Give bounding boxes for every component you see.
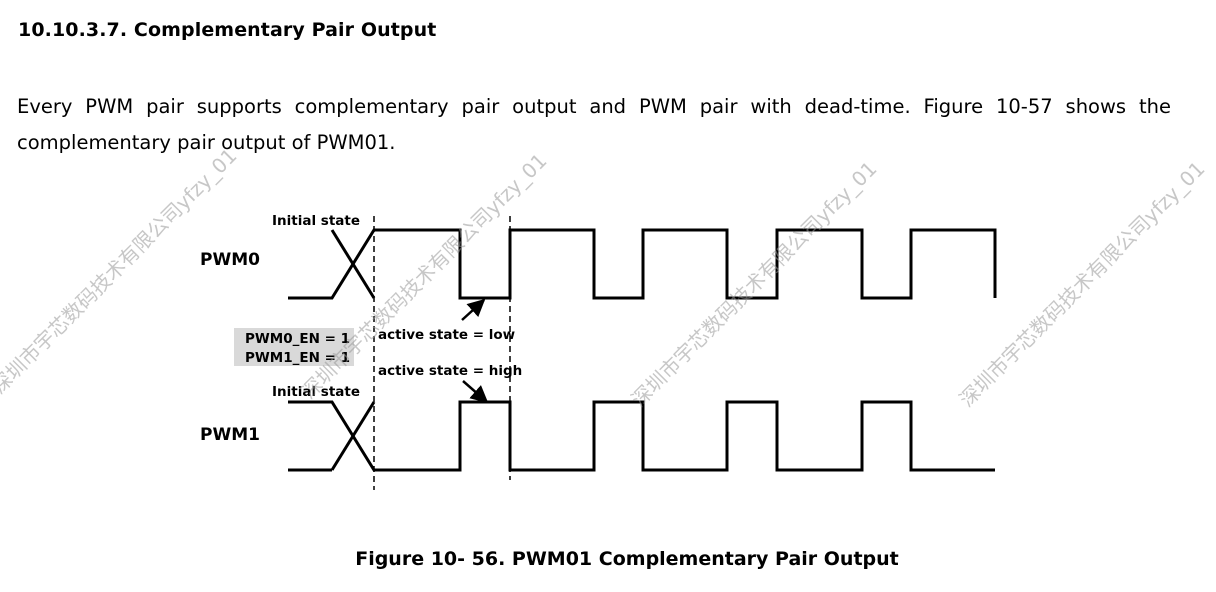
initial-state-bottom-label: Initial state [272, 384, 360, 400]
active-high-label: active state = high [378, 363, 522, 379]
pwm0-label: PWM0 [200, 250, 260, 270]
pwm0-initial-cross [330, 229, 376, 299]
pwm0-waveform [288, 228, 997, 300]
arrow-active-high [462, 380, 489, 404]
enable-line-1: PWM0_EN = 1 [245, 331, 350, 347]
enable-box [234, 328, 354, 366]
active-low-label: active state = low [378, 327, 515, 343]
arrow-active-low [461, 298, 486, 321]
initial-state-top-label: Initial state [272, 213, 360, 229]
watermark: 深圳市宇芯数码技术有限公司yfzy_01 [0, 144, 242, 399]
enable-line-2: PWM1_EN = 1 [245, 350, 350, 366]
section-heading: 10.10.3.7. Complementary Pair Output [18, 19, 437, 41]
watermark: 深圳市宇芯数码技术有限公司yfzy_01 [955, 157, 1210, 412]
watermark: 深圳市宇芯数码技术有限公司yfzy_01 [627, 157, 882, 412]
body-paragraph: Every PWM pair supports complementary pa… [17, 95, 1171, 154]
pwm1-initial-cross-b [330, 401, 376, 471]
figure-caption: Figure 10- 56. PWM01 Complementary Pair … [355, 548, 899, 570]
pwm1-label: PWM1 [200, 425, 260, 445]
pwm1-waveform [288, 400, 995, 472]
